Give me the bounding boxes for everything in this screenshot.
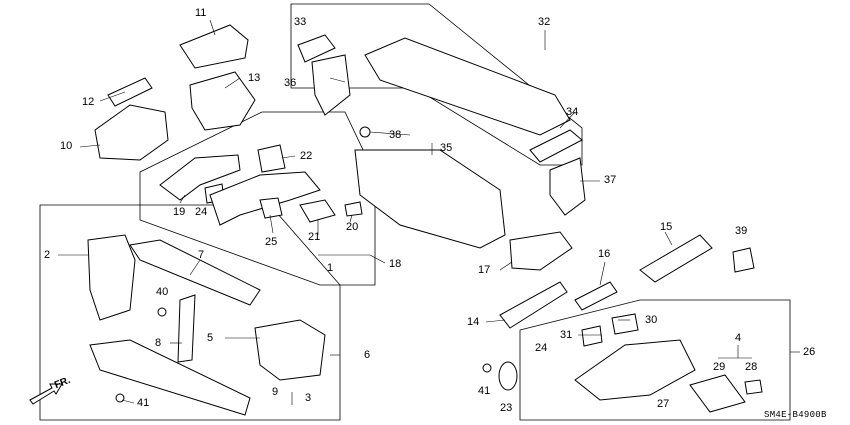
callout-19: 19 — [173, 206, 186, 218]
part-16-rail — [574, 281, 618, 311]
callout-29: 29 — [713, 361, 726, 373]
callout-12: 12 — [82, 96, 95, 108]
part-19-rail — [159, 154, 241, 201]
group-outline-cowl — [290, 3, 583, 166]
callout-39: 39 — [735, 225, 748, 237]
part-10-housing — [94, 104, 169, 161]
callout-33: 33 — [294, 16, 307, 28]
callout-24-side: 24 — [535, 342, 548, 354]
part-32-cowl-panel — [364, 37, 571, 136]
part-39-pad — [732, 247, 755, 273]
part-15-rail — [639, 234, 713, 283]
part-41-bolt — [115, 393, 125, 403]
callout-23: 23 — [500, 402, 513, 414]
callout-28: 28 — [745, 361, 758, 373]
callout-24-center: 24 — [195, 206, 208, 218]
callout-41-front: 41 — [137, 397, 150, 409]
part-8-stay — [177, 294, 196, 363]
callout-41-side: 41 — [478, 385, 491, 397]
part-30-bracket — [611, 313, 639, 335]
part-38-clip — [359, 126, 371, 138]
part-34-brace — [529, 129, 583, 163]
callout-37: 37 — [604, 174, 617, 186]
callout-36: 36 — [284, 77, 297, 89]
callout-3: 3 — [305, 392, 312, 404]
part-27-side-frame — [574, 339, 696, 401]
callout-21: 21 — [308, 231, 321, 243]
callout-1: 1 — [327, 262, 334, 274]
callout-7: 7 — [198, 249, 205, 261]
callout-13: 13 — [248, 72, 261, 84]
diagram-code: SM4E-B4900B — [764, 410, 827, 420]
callout-25: 25 — [265, 236, 278, 248]
part-21-bracket — [299, 199, 336, 223]
part-23-grommet — [498, 361, 518, 391]
part-25-bracket — [259, 197, 283, 219]
part-20-clip — [344, 201, 363, 217]
part-29-plate — [689, 374, 746, 413]
group-outline-side — [519, 299, 791, 421]
callout-31: 31 — [560, 329, 573, 341]
part-22-plate — [257, 144, 286, 173]
front-direction-arrow — [29, 383, 63, 405]
part-37-post — [549, 157, 586, 216]
part-17-bracket — [509, 231, 573, 271]
callout-35: 35 — [440, 142, 453, 154]
part-11-bracket — [179, 24, 249, 69]
part-18-crossmember — [209, 171, 321, 226]
callout-18: 18 — [389, 258, 402, 270]
part-2-side-panel — [87, 234, 136, 321]
callout-34: 34 — [566, 106, 579, 118]
part-41-bolt-b — [482, 363, 492, 373]
callout-8: 8 — [155, 337, 162, 349]
part-31-bracket — [581, 325, 603, 347]
callout-10: 10 — [60, 140, 73, 152]
part-28-clip — [744, 379, 763, 395]
callout-6: 6 — [364, 349, 371, 361]
part-35-dashboard — [354, 149, 506, 249]
callout-15: 15 — [660, 221, 673, 233]
callout-16: 16 — [598, 248, 611, 260]
callout-38: 38 — [389, 129, 402, 141]
part-7-upper-rail — [129, 239, 261, 306]
callout-9: 9 — [272, 386, 279, 398]
callout-14: 14 — [467, 316, 480, 328]
part-3-lower-rail — [89, 339, 251, 416]
callout-22: 22 — [300, 150, 313, 162]
callout-32: 32 — [538, 16, 551, 28]
part-12-rail — [107, 77, 153, 107]
callout-5: 5 — [207, 332, 214, 344]
callout-27: 27 — [657, 398, 670, 410]
part-40-bolt — [157, 307, 167, 317]
part-13-mount — [189, 71, 256, 131]
callout-20: 20 — [346, 221, 359, 233]
part-14-rail — [499, 281, 568, 329]
callout-11: 11 — [195, 7, 207, 19]
callout-40: 40 — [156, 286, 169, 298]
callout-4: 4 — [735, 332, 742, 344]
part-36-pillar — [311, 54, 351, 116]
callout-2: 2 — [44, 249, 51, 261]
callout-26: 26 — [803, 346, 816, 358]
group-outline-center — [139, 111, 376, 286]
part-33-bracket — [297, 34, 336, 63]
part-5-bulkhead — [254, 319, 326, 381]
leader-lines — [58, 19, 800, 405]
callout-17: 17 — [478, 264, 491, 276]
callout-30: 30 — [645, 314, 658, 326]
